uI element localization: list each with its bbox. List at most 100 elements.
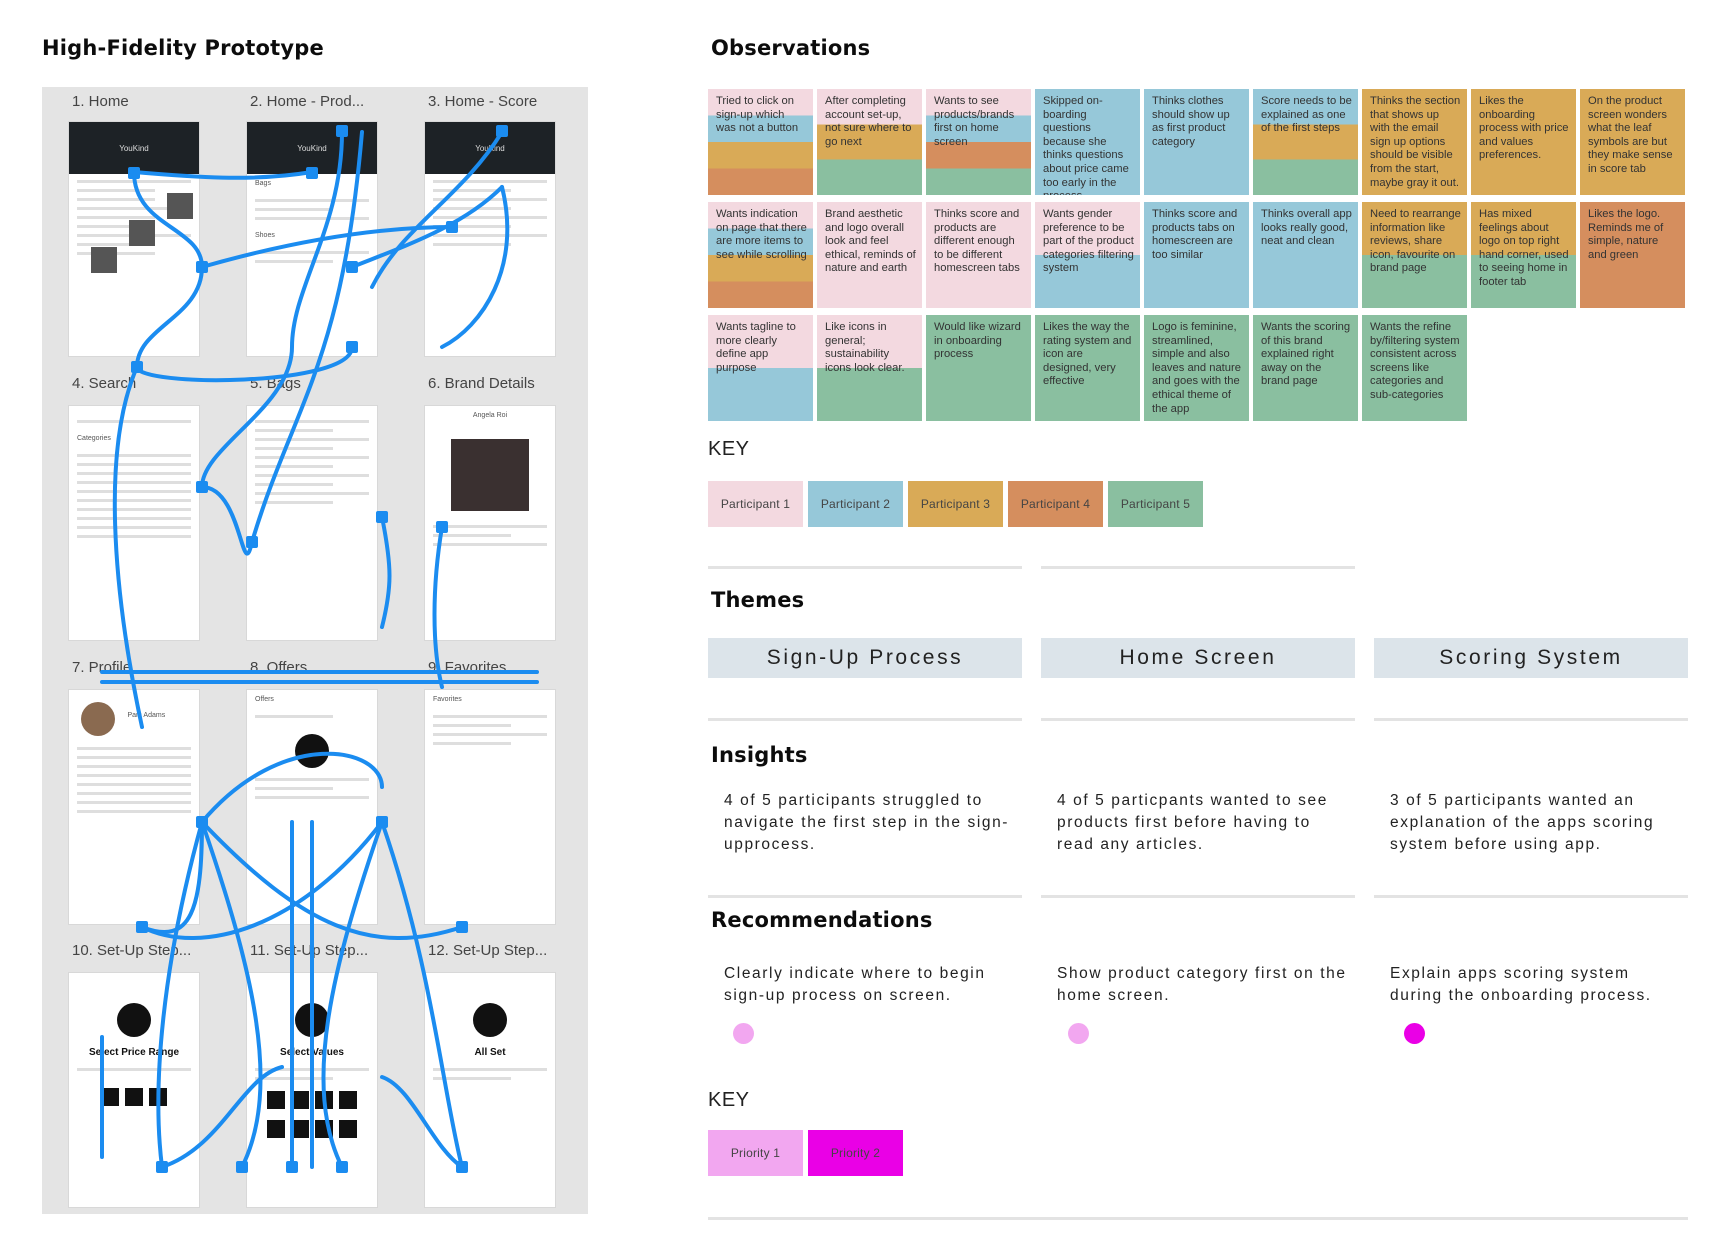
frame-setup-done[interactable]: All Set xyxy=(424,972,556,1208)
observation-note: Thinks score and products are different … xyxy=(926,202,1031,308)
frame-label: 2. Home - Prod... xyxy=(250,93,365,110)
frame-label: 9. Favorites xyxy=(428,659,507,676)
brand-name: Angela Roi xyxy=(472,412,508,419)
setup-title: Select Values xyxy=(280,1047,344,1058)
favorites-label: Favorites xyxy=(433,696,462,703)
frame-label: 6. Brand Details xyxy=(428,375,535,392)
observation-note: Has mixed feelings about logo on top rig… xyxy=(1471,202,1576,308)
themes-title: Themes xyxy=(711,588,805,612)
avatar xyxy=(81,702,115,736)
priority-dot xyxy=(1404,1023,1425,1044)
recommendation-sign-up: Clearly indicate where to begin sign-up … xyxy=(724,965,986,1004)
insights-title: Insights xyxy=(711,743,808,767)
priority-dot xyxy=(733,1023,754,1044)
recommendation-scoring: Explain apps scoring system during the o… xyxy=(1390,965,1652,1004)
divider xyxy=(708,718,1022,721)
shoes-label: Shoes xyxy=(255,232,275,239)
participant-5-chip: Participant 5 xyxy=(1108,481,1203,527)
frame-profile[interactable]: Pam Adams xyxy=(68,689,200,925)
step-icon xyxy=(295,1003,329,1037)
setup-title: All Set xyxy=(474,1047,506,1058)
frame-label: 4. Search xyxy=(72,375,137,392)
observation-note: Likes the way the rating system and icon… xyxy=(1035,315,1140,421)
divider xyxy=(1374,718,1688,721)
frame-label: 5. Bags xyxy=(250,375,301,392)
observation-note: Tried to click on sign-up which was not … xyxy=(708,89,813,195)
prototype-canvas[interactable]: 1. Home 2. Home - Prod... 3. Home - Scor… xyxy=(42,87,588,1214)
brand-photo xyxy=(451,439,529,511)
frame-favorites[interactable]: Favorites xyxy=(424,689,556,925)
observation-note: Thinks overall app looks really good, ne… xyxy=(1253,202,1358,308)
divider xyxy=(708,566,1022,569)
observation-note: Logo is feminine, streamlined, simple an… xyxy=(1144,315,1249,421)
participant-key-title: KEY xyxy=(708,438,750,460)
observation-note: Likes the onboarding process with price … xyxy=(1471,89,1576,195)
observation-note: Likes the logo. Reminds me of simple, na… xyxy=(1580,202,1685,308)
observation-note: Brand aesthetic and logo overall look an… xyxy=(817,202,922,308)
theme-scoring-system: Scoring System xyxy=(1374,638,1688,678)
prototype-title: High-Fidelity Prototype xyxy=(42,36,324,60)
observation-note: Wants the refine by/filtering system con… xyxy=(1362,315,1467,421)
frame-label: 7. Profile xyxy=(72,659,132,676)
frame-label: 11. Set-Up Step... xyxy=(250,942,369,959)
insight-home-screen: 4 of 5 particpants wanted to see product… xyxy=(1057,792,1328,853)
frame-search[interactable]: Categories xyxy=(68,405,200,641)
priority-key-title: KEY xyxy=(708,1089,750,1111)
frame-label: 1. Home xyxy=(72,93,129,110)
app-brand: YouKind xyxy=(425,122,555,174)
categories-label: Categories xyxy=(77,435,111,442)
observation-note: Wants indication on page that there are … xyxy=(708,202,813,308)
frame-brand-details[interactable]: Angela Roi xyxy=(424,405,556,641)
frame-setup-values[interactable]: Select Values xyxy=(246,972,378,1208)
insight-scoring: 3 of 5 participants wanted an explanatio… xyxy=(1390,792,1655,853)
frame-setup-price[interactable]: Select Price Range xyxy=(68,972,200,1208)
offers-label: Offers xyxy=(255,696,274,703)
frame-home-score[interactable]: YouKind xyxy=(424,121,556,357)
participant-4-chip: Participant 4 xyxy=(1008,481,1103,527)
observation-note: Wants to see products/brands first on ho… xyxy=(926,89,1031,195)
frame-offers[interactable]: Offers xyxy=(246,689,378,925)
setup-title: Select Price Range xyxy=(88,1047,180,1058)
frame-label: 8. Offers xyxy=(250,659,308,676)
frame-label: 3. Home - Score xyxy=(428,93,538,110)
step-icon xyxy=(473,1003,507,1037)
participant-2-chip: Participant 2 xyxy=(808,481,903,527)
participant-3-chip: Participant 3 xyxy=(908,481,1003,527)
frame-label: 10. Set-Up Step... xyxy=(72,942,192,959)
observation-note: Skipped on-boarding questions because sh… xyxy=(1035,89,1140,195)
divider xyxy=(1041,566,1355,569)
divider xyxy=(1041,895,1355,898)
observation-note: Need to rearrange information like revie… xyxy=(1362,202,1467,308)
observation-note: Wants tagline to more clearly define app… xyxy=(708,315,813,421)
observation-note: Wants gender preference to be part of th… xyxy=(1035,202,1140,308)
insight-sign-up: 4 of 5 participants struggled to navigat… xyxy=(724,792,1010,853)
observation-note: Like icons in general; sustainability ic… xyxy=(817,315,922,421)
divider xyxy=(1374,895,1688,898)
observation-note: After completing account set-up, not sur… xyxy=(817,89,922,195)
app-brand: YouKind xyxy=(69,122,199,174)
observation-note: Score needs to be explained as one of th… xyxy=(1253,89,1358,195)
divider xyxy=(708,895,1022,898)
frame-label: 12. Set-Up Step... xyxy=(428,942,548,959)
participant-1-chip: Participant 1 xyxy=(708,481,803,527)
frame-home-products[interactable]: YouKind Bags Shoes xyxy=(246,121,378,357)
observation-note: Thinks clothes should show up as first p… xyxy=(1144,89,1249,195)
recommendations-title: Recommendations xyxy=(711,908,933,932)
frame-home[interactable]: YouKind xyxy=(68,121,200,357)
divider xyxy=(1041,718,1355,721)
priority-1-chip: Priority 1 xyxy=(708,1130,803,1176)
recommendation-home-screen: Show product category first on the home … xyxy=(1057,965,1347,1004)
theme-home-screen: Home Screen xyxy=(1041,638,1355,678)
step-icon xyxy=(117,1003,151,1037)
profile-name: Pam Adams xyxy=(127,712,166,719)
frame-bags[interactable] xyxy=(246,405,378,641)
observation-note: On the product screen wonders what the l… xyxy=(1580,89,1685,195)
priority-2-chip: Priority 2 xyxy=(808,1130,903,1176)
observation-note: Would like wizard in onboarding process xyxy=(926,315,1031,421)
observation-note: Thinks the section that shows up with th… xyxy=(1362,89,1467,195)
app-brand: YouKind xyxy=(247,122,377,174)
observation-note: Thinks score and products tabs on homesc… xyxy=(1144,202,1249,308)
observations-title: Observations xyxy=(711,36,871,60)
theme-sign-up: Sign-Up Process xyxy=(708,638,1022,678)
priority-dot xyxy=(1068,1023,1089,1044)
